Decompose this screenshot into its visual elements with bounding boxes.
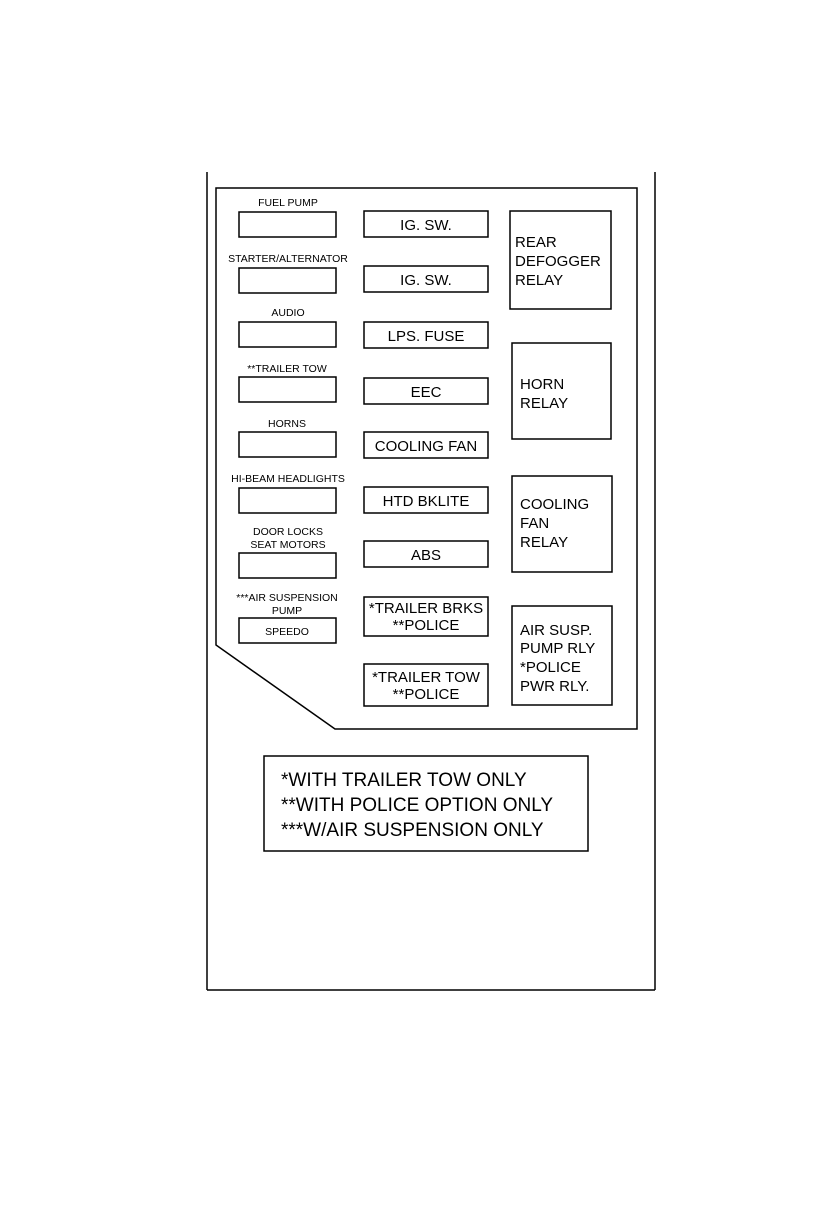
center-fuse: *TRAILER BRKS **POLICE: [363, 596, 489, 637]
center-fuse-slot: [363, 210, 489, 238]
left-fuse: FUEL PUMP: [238, 197, 337, 238]
center-fuse: COOLING FAN: [363, 431, 489, 459]
legend-box: [263, 755, 589, 852]
center-fuse: IG. SW.: [363, 265, 489, 293]
left-fuse-slot: [238, 211, 337, 238]
relay-label-line: PWR RLY.: [520, 678, 589, 695]
left-fuse-label: HORNS: [268, 418, 306, 430]
relay-box: [509, 210, 612, 310]
center-fuse-label-2: **POLICE: [393, 617, 460, 634]
relay-label-line: PUMP RLY: [520, 640, 595, 657]
legend: *WITH TRAILER TOW ONLY **WITH POLICE OPT…: [263, 755, 589, 852]
relay: REAR DEFOGGER RELAY: [509, 210, 612, 310]
center-fuse-label: EEC: [411, 384, 442, 401]
center-fuse-label: IG. SW.: [400, 272, 452, 289]
left-fuse-label: HI-BEAM HEADLIGHTS: [231, 473, 345, 485]
center-fuse-slot: [363, 540, 489, 568]
center-fuse-label: *TRAILER TOW: [372, 669, 481, 686]
left-fuse: AUDIO: [238, 307, 337, 348]
relay-label-line: COOLING: [520, 496, 589, 513]
relay-label-line: *POLICE: [520, 659, 581, 676]
relay: COOLING FAN RELAY: [511, 475, 613, 573]
left-fuse-label: **TRAILER TOW: [247, 363, 327, 375]
left-fuse: HORNS: [238, 418, 337, 458]
center-fuse-label: *TRAILER BRKS: [369, 600, 483, 617]
center-fuse-slot: [363, 486, 489, 514]
legend-line: **WITH POLICE OPTION ONLY: [281, 795, 553, 816]
left-fuse-label-2: PUMP: [272, 605, 302, 617]
left-fuse-label: FUEL PUMP: [258, 197, 318, 209]
center-fuse-slot: [363, 663, 489, 707]
center-fuse-label: COOLING FAN: [375, 438, 478, 455]
left-fuse-label: STARTER/ALTERNATOR: [228, 253, 348, 265]
left-fuse-slot: [238, 267, 337, 294]
center-fuse-slot: [363, 265, 489, 293]
left-fuse-slot: [238, 321, 337, 348]
relay-label-line: RELAY: [520, 534, 568, 551]
relay-label-line: HORN: [520, 376, 564, 393]
center-fuse: LPS. FUSE: [363, 321, 489, 349]
left-fuse-slot: [238, 487, 337, 514]
center-fuse-label: HTD BKLITE: [383, 493, 470, 510]
left-fuse: ***AIR SUSPENSION PUMP SPEEDO: [236, 592, 338, 644]
fuse-panel-outline: [215, 187, 638, 730]
center-fuse: HTD BKLITE: [363, 486, 489, 514]
legend-line: *WITH TRAILER TOW ONLY: [281, 770, 527, 791]
relay-box: [511, 475, 613, 573]
left-fuse-slot: [238, 431, 337, 458]
left-fuse-column: FUEL PUMP STARTER/ALTERNATOR AUDIO **TRA…: [228, 197, 348, 644]
legend-line: ***W/AIR SUSPENSION ONLY: [281, 820, 544, 841]
left-fuse-slot: [238, 552, 337, 579]
relay-label-line: RELAY: [520, 395, 568, 412]
relay-box: [511, 605, 613, 706]
center-fuse-label: IG. SW.: [400, 217, 452, 234]
relay-label-line: RELAY: [515, 272, 563, 289]
relay: HORN RELAY: [511, 342, 612, 440]
left-fuse-slot: [238, 376, 337, 403]
left-fuse: HI-BEAM HEADLIGHTS: [231, 473, 345, 514]
left-fuse: **TRAILER TOW: [238, 363, 337, 403]
outer-frame: [206, 172, 656, 991]
center-fuse-label: ABS: [411, 547, 441, 564]
left-fuse-label: DOOR LOCKS: [253, 526, 323, 538]
center-fuse: IG. SW.: [363, 210, 489, 238]
left-fuse: DOOR LOCKS SEAT MOTORS: [238, 526, 337, 579]
relay-label-line: DEFOGGER: [515, 253, 601, 270]
center-fuse-slot: [363, 377, 489, 405]
center-fuse-label: LPS. FUSE: [388, 328, 465, 345]
center-fuse-slot: [363, 431, 489, 459]
center-fuse: *TRAILER TOW **POLICE: [363, 663, 489, 707]
left-fuse: STARTER/ALTERNATOR: [228, 253, 348, 294]
relay-label-line: FAN: [520, 515, 549, 532]
center-fuse-label-2: **POLICE: [393, 686, 460, 703]
center-fuse: EEC: [363, 377, 489, 405]
left-fuse-label: ***AIR SUSPENSION: [236, 592, 338, 604]
relay-column: REAR DEFOGGER RELAY HORN RELAY COOLING F…: [509, 210, 613, 706]
center-fuse-slot: [363, 596, 489, 637]
center-fuse-column: IG. SW. IG. SW. LPS. FUSE EEC COOLING FA…: [363, 210, 489, 707]
center-fuse: ABS: [363, 540, 489, 568]
relay-box: [511, 342, 612, 440]
left-fuse-label-2: SEAT MOTORS: [250, 539, 325, 551]
left-fuse-inner-label: SPEEDO: [265, 626, 309, 638]
center-fuse-slot: [363, 321, 489, 349]
left-fuse-label: AUDIO: [271, 307, 304, 319]
relay: AIR SUSP. PUMP RLY *POLICE PWR RLY.: [511, 605, 613, 706]
relay-label-line: REAR: [515, 234, 557, 251]
relay-label-line: AIR SUSP.: [520, 622, 592, 639]
left-fuse-slot: [238, 617, 337, 644]
